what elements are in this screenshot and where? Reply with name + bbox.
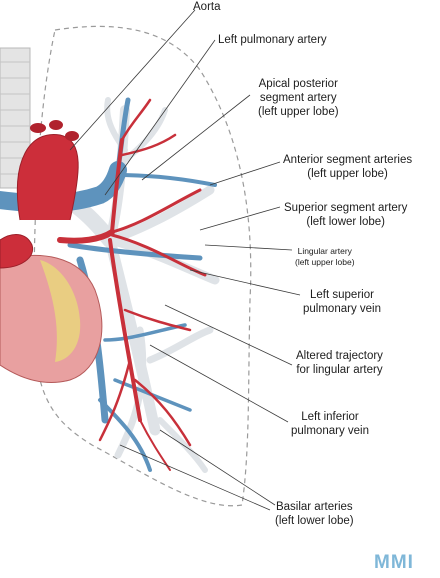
- leader-lines: [69, 9, 301, 511]
- aorta: [16, 120, 79, 221]
- label-apical-posterior-segment-artery: Apical posterior segment artery (left up…: [258, 78, 339, 118]
- label-left-inferior-pulmonary-vein: Left inferior pulmonary vein: [291, 411, 369, 437]
- label-altered-trajectory: Altered trajectory for lingular artery: [296, 350, 383, 376]
- label-lingular-artery: Lingular artery (left upper lobe): [295, 246, 355, 267]
- label-superior-segment-artery: Superior segment artery (left lower lobe…: [284, 202, 408, 228]
- label-left-superior-pulmonary-vein: Left superior pulmonary vein: [303, 289, 381, 315]
- heart: [0, 234, 103, 383]
- pulmonary-arteries: [57, 98, 207, 471]
- label-anterior-segment-arteries: Anterior segment arteries (left upper lo…: [283, 154, 413, 180]
- lung-outline: [33, 25, 252, 507]
- mmi-logo: MMI: [374, 552, 414, 573]
- label-left-pulmonary-artery: Left pulmonary artery: [218, 34, 327, 46]
- label-basilar-arteries: Basilar arteries (left lower lobe): [275, 501, 354, 527]
- label-aorta: Aorta: [193, 1, 221, 13]
